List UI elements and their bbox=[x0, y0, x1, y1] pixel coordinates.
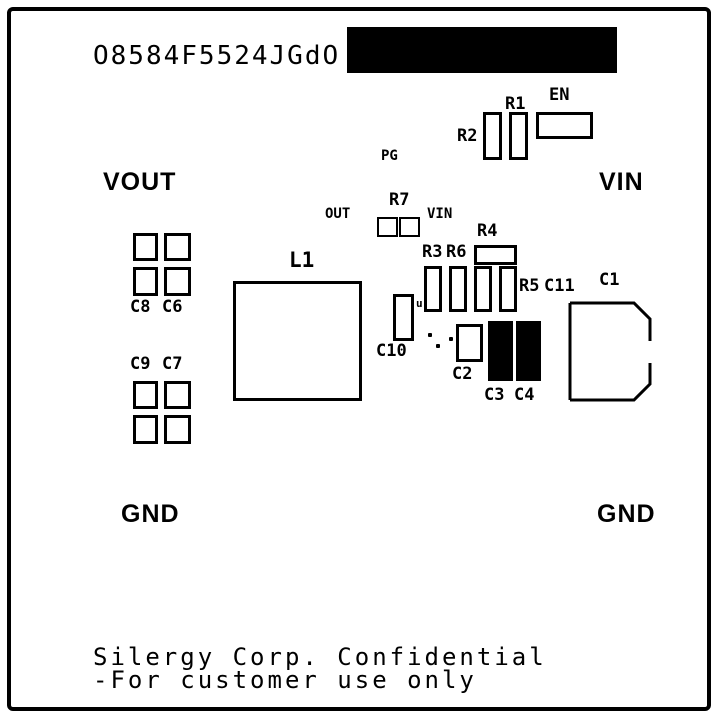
capacitor-c10-body bbox=[393, 294, 414, 341]
capacitor-c8-pad-bottom bbox=[133, 267, 158, 296]
capacitor-c4-pad bbox=[516, 321, 541, 381]
refdes-r6: R6 bbox=[446, 242, 467, 262]
net-label-pg: PG bbox=[381, 148, 398, 164]
footer-line-2: -For customer use only bbox=[93, 666, 477, 694]
inductor-l1-outline bbox=[233, 281, 362, 401]
capacitor-c1-outline bbox=[558, 293, 660, 410]
refdes-r5: R5 bbox=[519, 276, 540, 296]
en-test-pad bbox=[536, 112, 593, 139]
net-label-out: OUT bbox=[325, 206, 351, 222]
footer-line-1: Silergy Corp. Confidential bbox=[93, 643, 547, 671]
resistor-r6-pad bbox=[449, 266, 467, 312]
resistor-r7-pad-left bbox=[377, 217, 398, 237]
net-label-vin: VIN bbox=[599, 168, 644, 196]
capacitor-c7-pad-top bbox=[164, 381, 191, 409]
silkscreen-dot bbox=[428, 333, 432, 337]
net-label-en: EN bbox=[549, 85, 570, 105]
refdes-r7: R7 bbox=[389, 190, 410, 210]
refdes-r4: R4 bbox=[477, 221, 498, 241]
refdes-c3: C3 bbox=[484, 385, 505, 405]
net-label-vout: VOUT bbox=[103, 168, 177, 196]
polarity-mark: u bbox=[416, 297, 423, 310]
refdes-c11: C11 bbox=[544, 276, 575, 296]
net-label-gnd-left: GND bbox=[121, 500, 180, 528]
net-label-gnd-right: GND bbox=[597, 500, 656, 528]
resistor-pad-3 bbox=[474, 266, 492, 312]
capacitor-c9-pad-bottom bbox=[133, 415, 158, 444]
capacitor-c6-pad-top bbox=[164, 233, 191, 261]
capacitor-c6-pad-bottom bbox=[164, 267, 191, 296]
capacitor-c7-pad-bottom bbox=[164, 415, 191, 444]
resistor-r1-pad bbox=[509, 112, 528, 160]
redaction-bar bbox=[347, 27, 617, 73]
resistor-r7-pad-right bbox=[399, 217, 420, 237]
resistor-r5-pad bbox=[499, 266, 517, 312]
capacitor-c3-pad bbox=[488, 321, 513, 381]
refdes-c8: C8 bbox=[130, 297, 151, 317]
resistor-r3-pad bbox=[424, 266, 442, 312]
resistor-r4-body bbox=[474, 245, 517, 265]
refdes-c9: C9 bbox=[130, 354, 151, 374]
refdes-c6: C6 bbox=[162, 297, 183, 317]
refdes-l1: L1 bbox=[289, 248, 315, 272]
refdes-r3: R3 bbox=[422, 242, 443, 262]
refdes-r2: R2 bbox=[457, 126, 478, 146]
refdes-c7: C7 bbox=[162, 354, 183, 374]
net-label-vin-small: VIN bbox=[427, 206, 453, 222]
silkscreen-dot bbox=[436, 344, 440, 348]
refdes-c10: C10 bbox=[376, 341, 407, 361]
capacitor-c2-body bbox=[456, 324, 483, 362]
refdes-c4: C4 bbox=[514, 385, 535, 405]
silkscreen-dot bbox=[449, 337, 453, 341]
resistor-r2-pad bbox=[483, 112, 502, 160]
capacitor-c8-pad-top bbox=[133, 233, 158, 261]
refdes-c1: C1 bbox=[599, 270, 620, 290]
refdes-r1: R1 bbox=[505, 94, 526, 114]
part-number: O8584F5524JGdO bbox=[93, 41, 341, 71]
refdes-c2: C2 bbox=[452, 364, 473, 384]
capacitor-c9-pad-top bbox=[133, 381, 158, 409]
